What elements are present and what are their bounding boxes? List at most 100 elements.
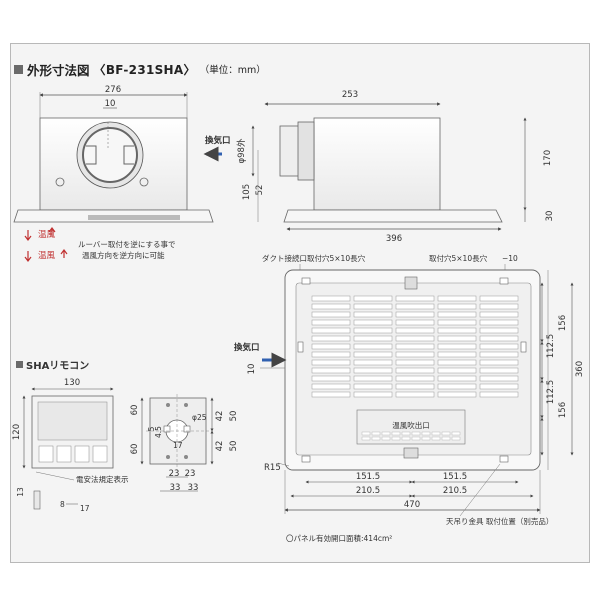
- grille-slat: [353, 303, 393, 310]
- grille-slat: [311, 375, 351, 382]
- remote-button: [56, 445, 72, 463]
- warm-arrow-3-icon: [48, 227, 56, 236]
- front-view: 276 10 温風 温風 ルーバー取付を逆にする事で 温風方向を逆方向に可能: [13, 85, 214, 262]
- grille-slat: [437, 343, 477, 350]
- warm-arrow-1-icon: [24, 230, 32, 241]
- header-unit: （単位：mm）: [199, 65, 266, 76]
- ceiling-note-leader: [459, 463, 501, 517]
- grille-slat: [395, 319, 435, 326]
- remote-dim-120: 120: [12, 424, 22, 440]
- side-height-170: 170: [543, 150, 553, 166]
- mount-hole-dim: −10: [502, 254, 518, 263]
- outlet-slot: [411, 436, 421, 441]
- remote-dim-25: φ25: [192, 413, 207, 422]
- remote-dim-60b: 60: [130, 444, 140, 455]
- grille-slat: [437, 327, 477, 334]
- grille-slat: [395, 367, 435, 374]
- outlet-slot: [381, 431, 391, 436]
- side-length-253: 253: [342, 90, 358, 100]
- grille-slat: [479, 327, 519, 334]
- grille-slat: [395, 303, 435, 310]
- grille-slat: [479, 319, 519, 326]
- grille-slat: [353, 319, 393, 326]
- outlet-slot: [411, 431, 421, 436]
- remote-display: [37, 401, 108, 441]
- remote-dim-33a: 33: [170, 483, 181, 493]
- bottom-bottom-tab: [403, 447, 419, 459]
- grille-slat: [395, 327, 435, 334]
- outlet-slot: [371, 436, 381, 441]
- grille-slat: [395, 359, 435, 366]
- grille-slat: [479, 391, 519, 398]
- panel-note: 〇パネル有効開口面積:414cm²: [286, 533, 392, 543]
- grille-slat: [437, 311, 477, 318]
- remote-view: SHAリモコン 130 120 電安法規定表示 13 8 17 60 60 5 …: [12, 360, 239, 513]
- grille-slat: [311, 335, 351, 342]
- dim-1125-bot: 112.5: [546, 380, 556, 404]
- outlet-slot: [391, 436, 401, 441]
- remote-dim-23b: 23: [185, 469, 196, 479]
- grille-slat: [479, 303, 519, 310]
- grille-slat: [479, 335, 519, 342]
- louver-note-2: 温風方向を逆方向に可能: [82, 250, 165, 260]
- dim-1515-right: 151.5: [443, 472, 467, 482]
- grille-slat: [395, 295, 435, 302]
- grille-slat: [437, 383, 477, 390]
- outlet-slot: [361, 431, 371, 436]
- remote-dim-45: 4.5: [154, 426, 163, 438]
- grille-slat: [353, 375, 393, 382]
- front-duct-tab-right: [123, 145, 134, 165]
- side-body: [313, 117, 441, 211]
- remote-dim-5: 5: [147, 426, 156, 431]
- warm-air-label-2: 温風: [38, 250, 56, 261]
- dim-156-bot: 156: [558, 402, 568, 418]
- remote-dim-23a: 23: [169, 469, 180, 479]
- outlet-slot: [431, 431, 441, 436]
- remote-dim-42b: 42: [215, 441, 225, 452]
- louver-note-1: ルーバー取付を逆にする事で: [78, 239, 176, 249]
- grille-slat: [479, 383, 519, 390]
- remote-dim-42a: 42: [215, 411, 225, 422]
- outlet-slot: [381, 436, 391, 441]
- grille-slat: [437, 367, 477, 374]
- front-width-276: 276: [105, 85, 121, 95]
- grille-slat: [311, 383, 351, 390]
- radius-r15: R15: [264, 463, 281, 473]
- front-duct-inner: [82, 127, 138, 183]
- grille-slat: [437, 351, 477, 358]
- remote-dim-8: 8: [60, 500, 65, 509]
- switchbox-screw-4: [184, 455, 188, 459]
- grille-slat: [353, 335, 393, 342]
- warm-arrow-2-icon: [24, 251, 32, 262]
- remote-buttons: [38, 445, 108, 463]
- remote-dim-60a: 60: [130, 405, 140, 416]
- grille-slat: [395, 343, 435, 350]
- switchbox-screw-1: [166, 403, 170, 407]
- bottom-dim-10: 10: [247, 364, 257, 375]
- grille-slat: [479, 375, 519, 382]
- remote-button: [74, 445, 90, 463]
- outlet-slot: [421, 436, 431, 441]
- side-dim-30: 30: [545, 211, 555, 222]
- remote-button: [38, 445, 54, 463]
- warm-outlet-label: 温風吹出口: [392, 420, 430, 430]
- grille-slat: [395, 383, 435, 390]
- dim-470: 470: [404, 500, 420, 510]
- header-model: 〈BF-231SHA〉: [93, 62, 196, 77]
- outlet-slot: [401, 431, 411, 436]
- remote-title: SHAリモコン: [26, 360, 89, 372]
- grille-slat: [353, 359, 393, 366]
- grille-slat: [311, 391, 351, 398]
- warm-outlet-slots: [361, 431, 461, 441]
- grille-slat: [311, 367, 351, 374]
- remote-dim-130: 130: [64, 378, 80, 388]
- outlet-slot: [401, 436, 411, 441]
- grille-slat: [311, 351, 351, 358]
- remote-dim-50a: 50: [229, 411, 239, 422]
- intake-grille: [311, 295, 519, 398]
- mount-slot-tr: [499, 277, 509, 285]
- grille-slat: [437, 375, 477, 382]
- grille-slat: [479, 295, 519, 302]
- switchbox-slot-right: [183, 425, 191, 433]
- side-slot-right: [520, 341, 527, 353]
